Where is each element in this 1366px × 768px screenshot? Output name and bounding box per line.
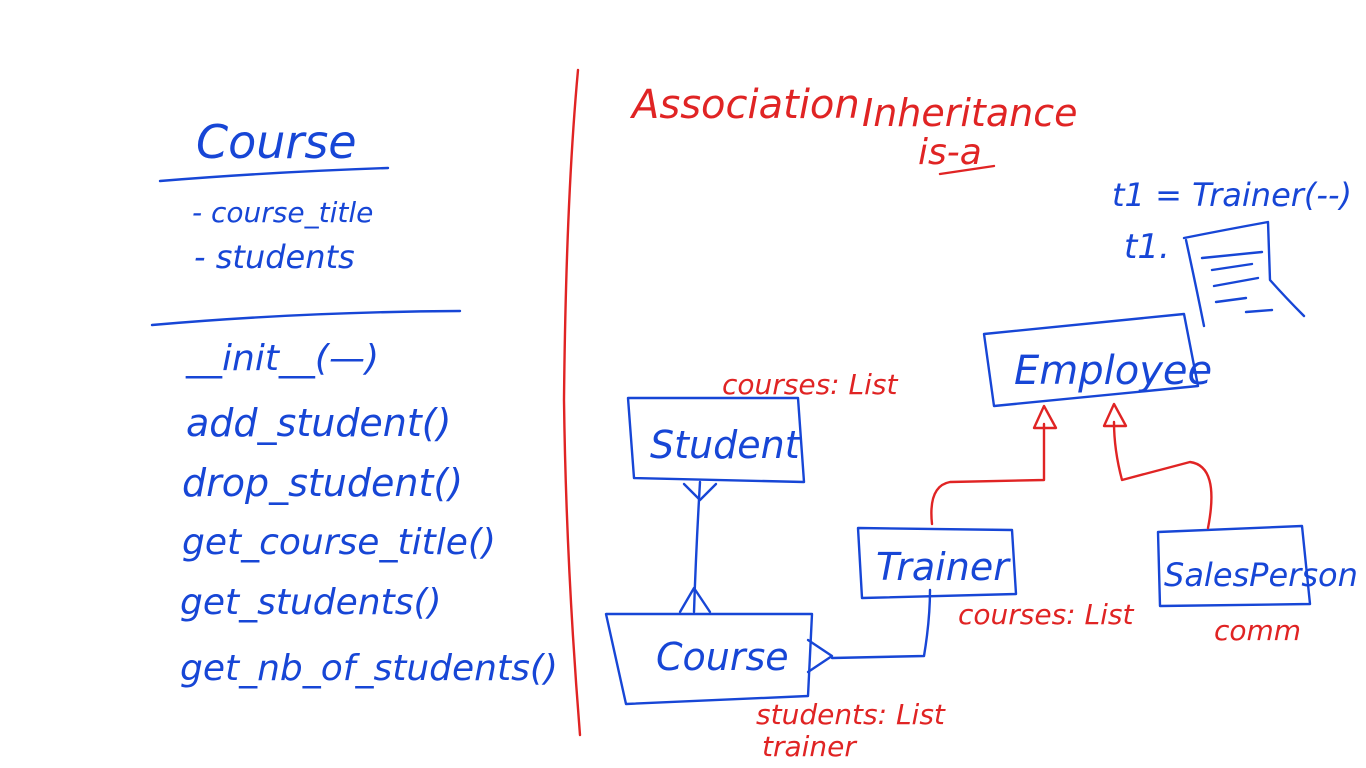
method-get-students: get_students() bbox=[180, 582, 442, 623]
employee-box: Employee bbox=[982, 312, 1212, 408]
salesperson-box: SalesPerson bbox=[1156, 524, 1358, 608]
student-box: Student bbox=[626, 396, 806, 484]
t1-dot: t1. bbox=[1124, 227, 1170, 267]
method-get-course-title: get_course_title() bbox=[182, 522, 496, 563]
course-box: Course bbox=[604, 612, 834, 706]
salesperson-inherits-employee-arrow bbox=[1102, 402, 1213, 530]
trainer-box: Trainer bbox=[856, 526, 1018, 600]
course-trainer-association bbox=[830, 588, 932, 660]
employee-label: Employee bbox=[1014, 348, 1212, 394]
attributes-divider bbox=[150, 309, 462, 327]
section-separator bbox=[562, 68, 582, 737]
attribute-students: - students bbox=[194, 238, 355, 276]
trainer-label: Trainer bbox=[876, 545, 1011, 589]
method-init: __init__(—) bbox=[185, 338, 379, 379]
salesperson-comm-label: comm bbox=[1214, 614, 1301, 647]
course-label: Course bbox=[656, 635, 789, 679]
inheritance-heading: Inheritance bbox=[862, 91, 1077, 135]
salesperson-label: SalesPerson bbox=[1164, 556, 1358, 594]
association-heading: Association bbox=[629, 82, 860, 128]
class-name: Course bbox=[196, 115, 357, 169]
method-drop-student: drop_student() bbox=[182, 461, 463, 505]
course-students-label: students: List bbox=[756, 698, 946, 731]
method-get-nb-of-students: get_nb_of_students() bbox=[180, 648, 558, 689]
object-document-icon bbox=[1182, 220, 1306, 328]
course-trainer-label: trainer bbox=[762, 730, 857, 763]
attribute-course-title: - course_title bbox=[192, 196, 373, 229]
class-name-divider bbox=[158, 166, 390, 183]
t1-assignment: t1 = Trainer(--) bbox=[1112, 176, 1352, 214]
trainer-courses-label: courses: List bbox=[958, 598, 1134, 631]
student-courses-label: courses: List bbox=[722, 368, 898, 401]
student-course-association bbox=[678, 480, 718, 614]
is-a-underline bbox=[938, 164, 996, 176]
is-a-label: is-a bbox=[918, 132, 982, 173]
method-add-student: add_student() bbox=[186, 401, 451, 445]
student-label: Student bbox=[650, 423, 802, 467]
trainer-inherits-employee-arrow bbox=[930, 404, 1058, 526]
course-class-diagram: Course - course_title - students __init_… bbox=[150, 115, 558, 689]
